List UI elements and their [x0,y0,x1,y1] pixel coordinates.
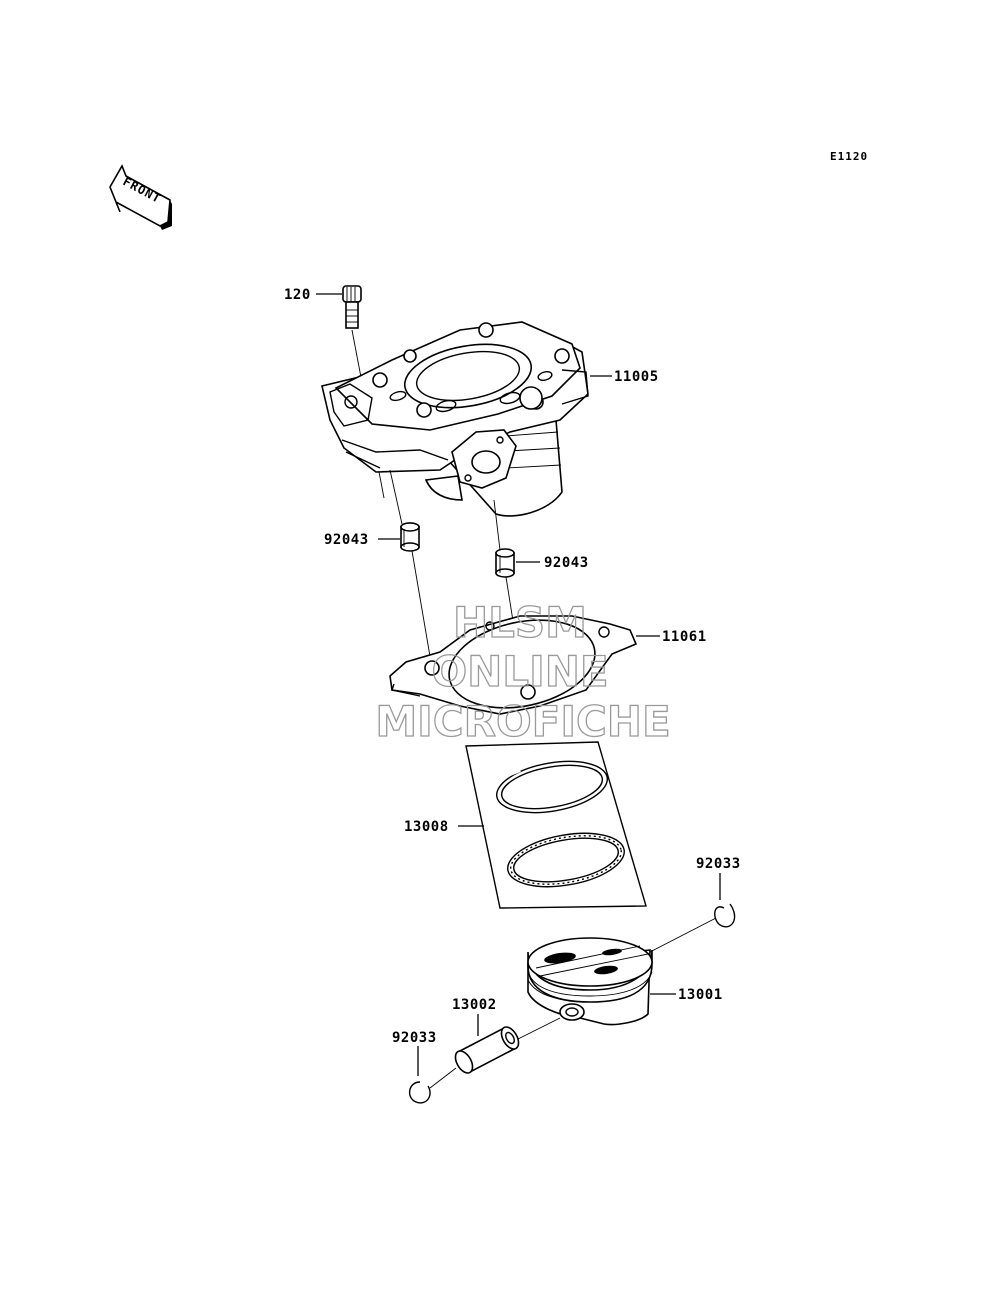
cylinder-11005[interactable] [321,321,589,517]
watermark-line-2: ONLINE [431,647,608,696]
piston-ring-set-13008[interactable] [465,741,647,909]
bolt-120[interactable] [342,285,362,329]
watermark: HLSM ONLINE MICROFICHE [375,597,672,746]
piston-pin-13002[interactable] [452,1024,522,1076]
gasket-11061[interactable] [389,608,638,721]
diagram-code: E1120 [830,150,868,163]
label-circlip-right: 92033 [696,856,741,872]
circlip-right[interactable] [714,903,736,928]
label-piston-pin: 13002 [452,997,497,1013]
dowel-pin-right[interactable] [495,548,515,578]
circlip-left[interactable] [409,1081,431,1104]
label-piston: 13001 [678,987,723,1003]
label-circlip-left: 92033 [392,1030,437,1046]
label-cylinder: 11005 [614,369,659,385]
label-bolt: 120 [284,287,311,303]
watermark-line-3: MICROFICHE [375,697,670,746]
dowel-pin-left[interactable] [400,522,420,552]
label-ring-set: 13008 [404,819,449,835]
label-dowel-right: 92043 [544,555,589,571]
label-dowel-left: 92043 [324,532,369,548]
piston-13001[interactable] [527,937,653,1026]
front-arrow-icon: FRONT [109,164,172,230]
watermark-line-1: HLSM [453,598,587,647]
label-gasket: 11061 [662,629,707,645]
